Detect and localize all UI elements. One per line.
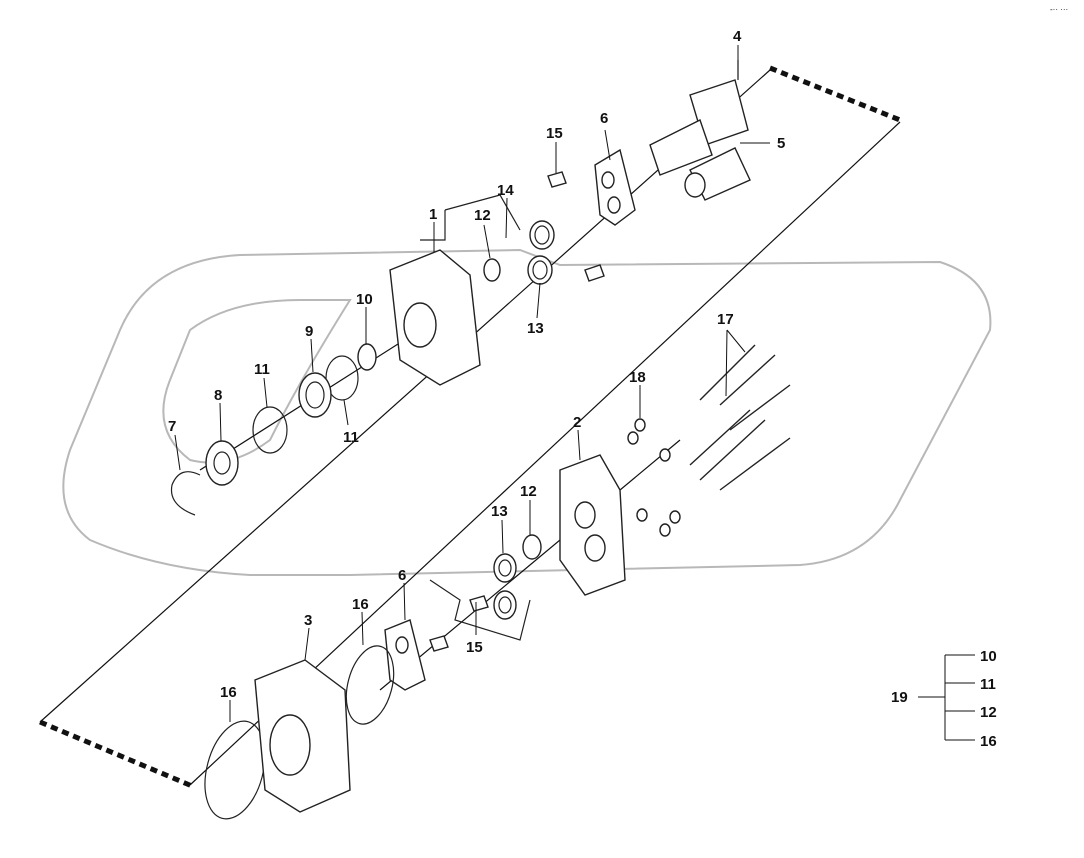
part-3-rear-cover [254, 659, 351, 813]
part-15-lower-dowel-pins [429, 595, 489, 652]
callout-labels: 4 5 6 15 14 1 12 13 10 9 11 11 8 7 17 18… [168, 28, 785, 701]
callout-7: 7 [168, 418, 176, 435]
part-10-ring [357, 343, 377, 371]
callout-13-upper: 13 [527, 320, 544, 337]
kit-item-11: 11 [980, 676, 996, 693]
callout-16-lower: 16 [220, 684, 237, 701]
part-5-idler-gear [684, 147, 751, 201]
callout-18: 18 [629, 369, 646, 386]
callout-5: 5 [777, 135, 785, 152]
callout-6-lower: 6 [398, 567, 406, 584]
part-13-lower-bushings [493, 553, 517, 620]
kit-item-16: 16 [980, 733, 997, 750]
part-16-gaskets [204, 645, 395, 820]
callout-13-lower: 13 [491, 503, 508, 520]
callout-15-upper: 15 [546, 125, 563, 142]
part-7-snap-ring [170, 471, 201, 516]
callout-6-upper: 6 [600, 110, 608, 127]
callout-2: 2 [573, 414, 581, 431]
callout-12-upper: 12 [474, 207, 491, 224]
callout-3: 3 [304, 612, 312, 629]
callout-9: 9 [305, 323, 313, 340]
callout-17: 17 [717, 311, 734, 328]
part-6-lower-wear-plate [384, 619, 426, 691]
part-13-upper-bushings [527, 220, 555, 285]
kit-label: 19 [891, 689, 908, 706]
part-8-bearing [205, 440, 239, 486]
callout-8: 8 [214, 387, 222, 404]
part-12-lower-seal-ring [522, 534, 542, 560]
part-2-gear-body [559, 454, 626, 596]
callout-4: 4 [733, 28, 742, 45]
callout-14: 14 [497, 182, 514, 199]
callout-11-lower: 11 [343, 429, 359, 446]
dashed-brackets [39, 65, 901, 789]
part-18-washers [627, 418, 681, 537]
part-15-upper-dowel-pins [547, 171, 605, 282]
part-1-front-housing [389, 249, 481, 386]
kit-legend: 19 10 11 12 16 [891, 648, 997, 750]
kit-item-12: 12 [980, 704, 997, 721]
callout-15-lower: 15 [466, 639, 483, 656]
part-6-upper-wear-plate [594, 148, 636, 226]
callout-16-upper: 16 [352, 596, 369, 613]
part-17-bolts [689, 344, 791, 491]
kit-item-10: 10 [980, 648, 997, 665]
callout-11-upper: 11 [254, 361, 270, 378]
leader-lines [174, 45, 770, 722]
callout-10: 10 [356, 291, 373, 308]
corner-mark: -·· ··· [1050, 5, 1068, 14]
callout-1: 1 [429, 206, 437, 223]
group-braces [420, 194, 531, 641]
watermark-outline [62, 248, 992, 576]
part-9-shaft-seal [298, 372, 332, 418]
part-12-upper-seal-ring [483, 258, 501, 282]
callout-12-lower: 12 [520, 483, 537, 500]
